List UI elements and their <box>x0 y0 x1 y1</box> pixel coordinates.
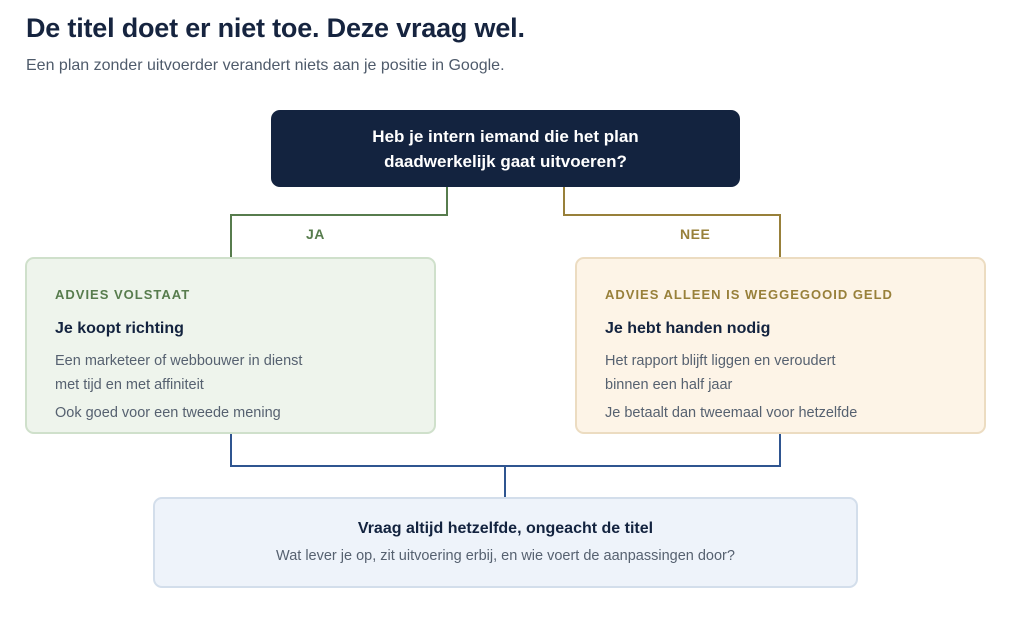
page-subtitle: Een plan zonder uitvoerder verandert nie… <box>26 57 505 74</box>
card-body: Een marketeer of webbouwer in dienst met… <box>55 349 406 425</box>
outcome-card-no: ADVIES ALLEEN IS WEGGEGOOID GELD Je hebt… <box>575 257 986 434</box>
page-title: De titel doet er niet toe. Deze vraag we… <box>26 13 525 43</box>
card-kicker: ADVIES ALLEEN IS WEGGEGOOID GELD <box>605 287 893 302</box>
card-note: Ook goed voor een tweede mening <box>55 405 281 421</box>
question-line-1: Heb je intern iemand die het plan <box>372 126 639 146</box>
no-connector <box>563 187 781 257</box>
card-body: Het rapport blijft liggen en veroudert b… <box>605 349 956 425</box>
summary-heading: Vraag altijd hetzelfde, ongeacht de tite… <box>357 520 654 537</box>
merge-connector-right <box>505 434 781 467</box>
branch-label-yes: JA <box>306 226 325 242</box>
summary-node: Vraag altijd hetzelfde, ongeacht de tite… <box>153 497 858 588</box>
question-text: Heb je intern iemand die het plan daadwe… <box>341 124 671 174</box>
question-node: Heb je intern iemand die het plan daadwe… <box>271 110 740 187</box>
card-body-line: met tijd en met affiniteit <box>55 377 204 393</box>
summary-body: Wat lever je op, zit uitvoering erbij, e… <box>276 548 735 564</box>
card-heading: Je hebt handen nodig <box>605 320 771 337</box>
card-note: Je betaalt dan tweemaal voor hetzelfde <box>605 405 858 421</box>
outcome-card-yes: ADVIES VOLSTAAT Je koopt richting Een ma… <box>25 257 436 434</box>
yes-connector <box>230 187 448 257</box>
question-line-2: daadwerkelijk gaat uitvoeren? <box>384 151 627 171</box>
merge-connector-left <box>230 434 505 467</box>
card-kicker: ADVIES VOLSTAAT <box>55 287 191 302</box>
card-heading: Je koopt richting <box>55 320 184 337</box>
branch-label-no: NEE <box>680 226 711 242</box>
card-body-line: binnen een half jaar <box>605 377 733 393</box>
card-body-line: Een marketeer of webbouwer in dienst <box>55 353 303 369</box>
card-body-line: Het rapport blijft liggen en veroudert <box>605 353 836 369</box>
